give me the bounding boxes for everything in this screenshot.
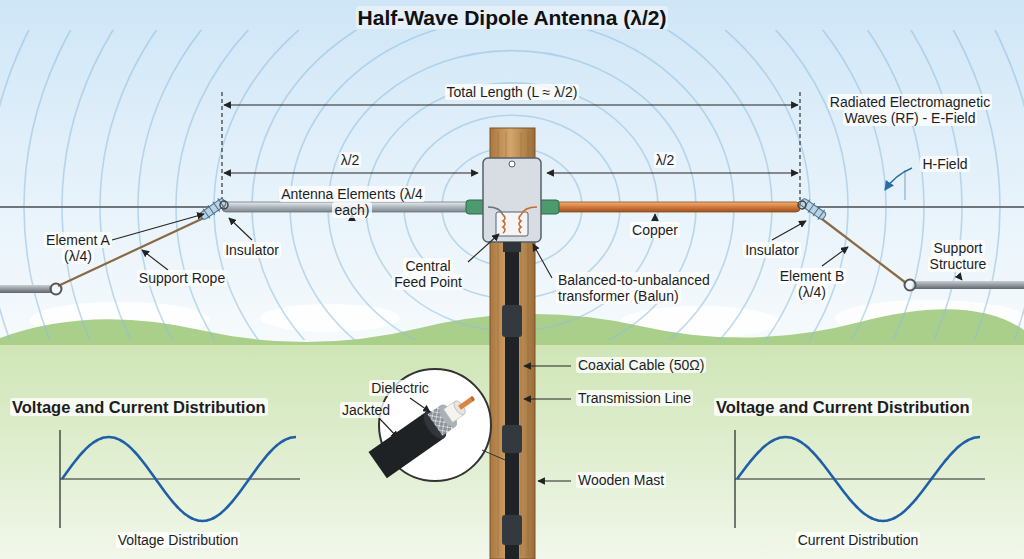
part-label: Balanced-to-unbalanced transformer (Balu… [556,272,756,304]
material-label: Copper [625,222,685,238]
dimension-label: λ/2 [645,152,685,168]
inset-label: Dielectric [365,380,435,396]
part-label: Central Feed Point [387,258,469,290]
part-label: Coaxial Cable (50Ω) [576,357,736,373]
dimension-label: Total Length (L ≈ λ/2) [397,84,627,100]
part-label: Wooden Mast [576,472,706,488]
element-label: Element B (λ/4) [770,268,854,300]
field-label: H-Field [910,156,980,172]
graph-heading: Voltage and Current Distribution [714,398,1020,417]
part-label: Antenna Elements (λ/4 each) [277,186,427,218]
dimension-label: λ/2 [330,152,370,168]
part-label: Support Structure [913,240,1003,272]
wave-label: Radiated Electromagnetic Waves (RF) - E-… [815,94,1005,126]
part-label: Insulator [216,242,288,258]
part-label: Support Rope [132,270,232,286]
part-label: Transmission Line [576,390,736,406]
part-label: Insulator [736,242,808,258]
diagram-title: Half-Wave Dipole Antenna (λ/2) [212,6,812,30]
inset-label: Jackted [336,402,396,418]
graph-caption: Voltage Distribution [93,532,263,548]
graph-heading: Voltage and Current Distribution [10,398,320,417]
element-label: Element A (λ/4) [36,232,120,264]
graph-caption: Current Distribution [773,532,943,548]
